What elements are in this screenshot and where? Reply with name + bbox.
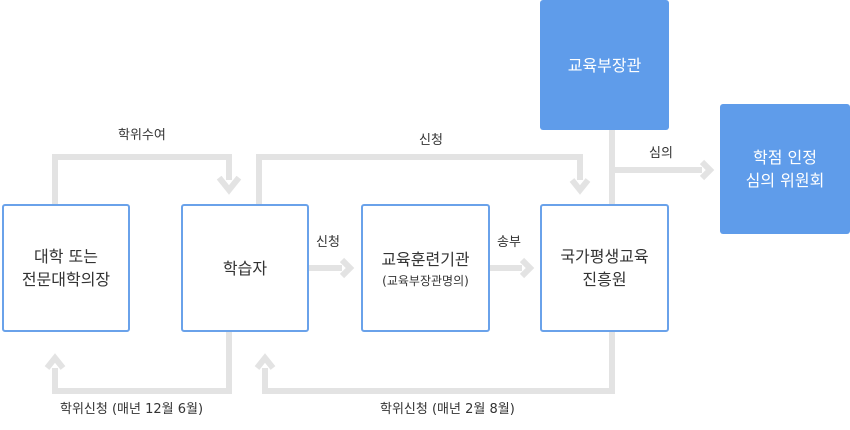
label-degree-apply-right: 학위신청 (매년 2월 8월) bbox=[380, 402, 515, 417]
node-minister: 교육부장관 bbox=[540, 0, 669, 130]
node-university: 대학 또는 전문대학의장 bbox=[2, 204, 130, 332]
label-degree-apply-left: 학위신청 (매년 12월 6월) bbox=[60, 402, 204, 417]
node-institution-sub: (교육부장관명의) bbox=[382, 273, 469, 288]
node-minister-label: 교육부장관 bbox=[567, 55, 642, 75]
node-committee-line1: 학점 인정 bbox=[753, 148, 817, 167]
node-nile: 국가평생교육 진흥원 bbox=[540, 204, 669, 332]
label-send: 송부 bbox=[497, 235, 521, 250]
label-apply-top: 신청 bbox=[419, 133, 443, 148]
node-university-line2: 전문대학의장 bbox=[21, 270, 111, 289]
arrow-degree-apply-right bbox=[262, 331, 615, 394]
arrow-apply-top bbox=[256, 154, 583, 205]
label-deliberation: 심의 bbox=[649, 146, 673, 161]
node-nile-line2: 진흥원 bbox=[582, 270, 627, 289]
label-apply-mid: 신청 bbox=[316, 235, 340, 250]
node-learner-label: 학습자 bbox=[222, 258, 268, 278]
node-learner: 학습자 bbox=[181, 204, 309, 332]
node-institution-label: 교육훈련기관 bbox=[381, 249, 470, 269]
node-committee-line2: 심의 위원회 bbox=[745, 171, 825, 190]
arrow-degree-apply-left bbox=[52, 331, 232, 394]
node-university-line1: 대학 또는 bbox=[34, 247, 98, 266]
arrow-award bbox=[52, 154, 232, 205]
label-award: 학위수여 bbox=[118, 128, 166, 143]
node-committee: 학점 인정 심의 위원회 bbox=[720, 104, 850, 234]
node-institution: 교육훈련기관 (교육부장관명의) bbox=[361, 204, 490, 332]
node-nile-line1: 국가평생교육 bbox=[560, 247, 649, 266]
